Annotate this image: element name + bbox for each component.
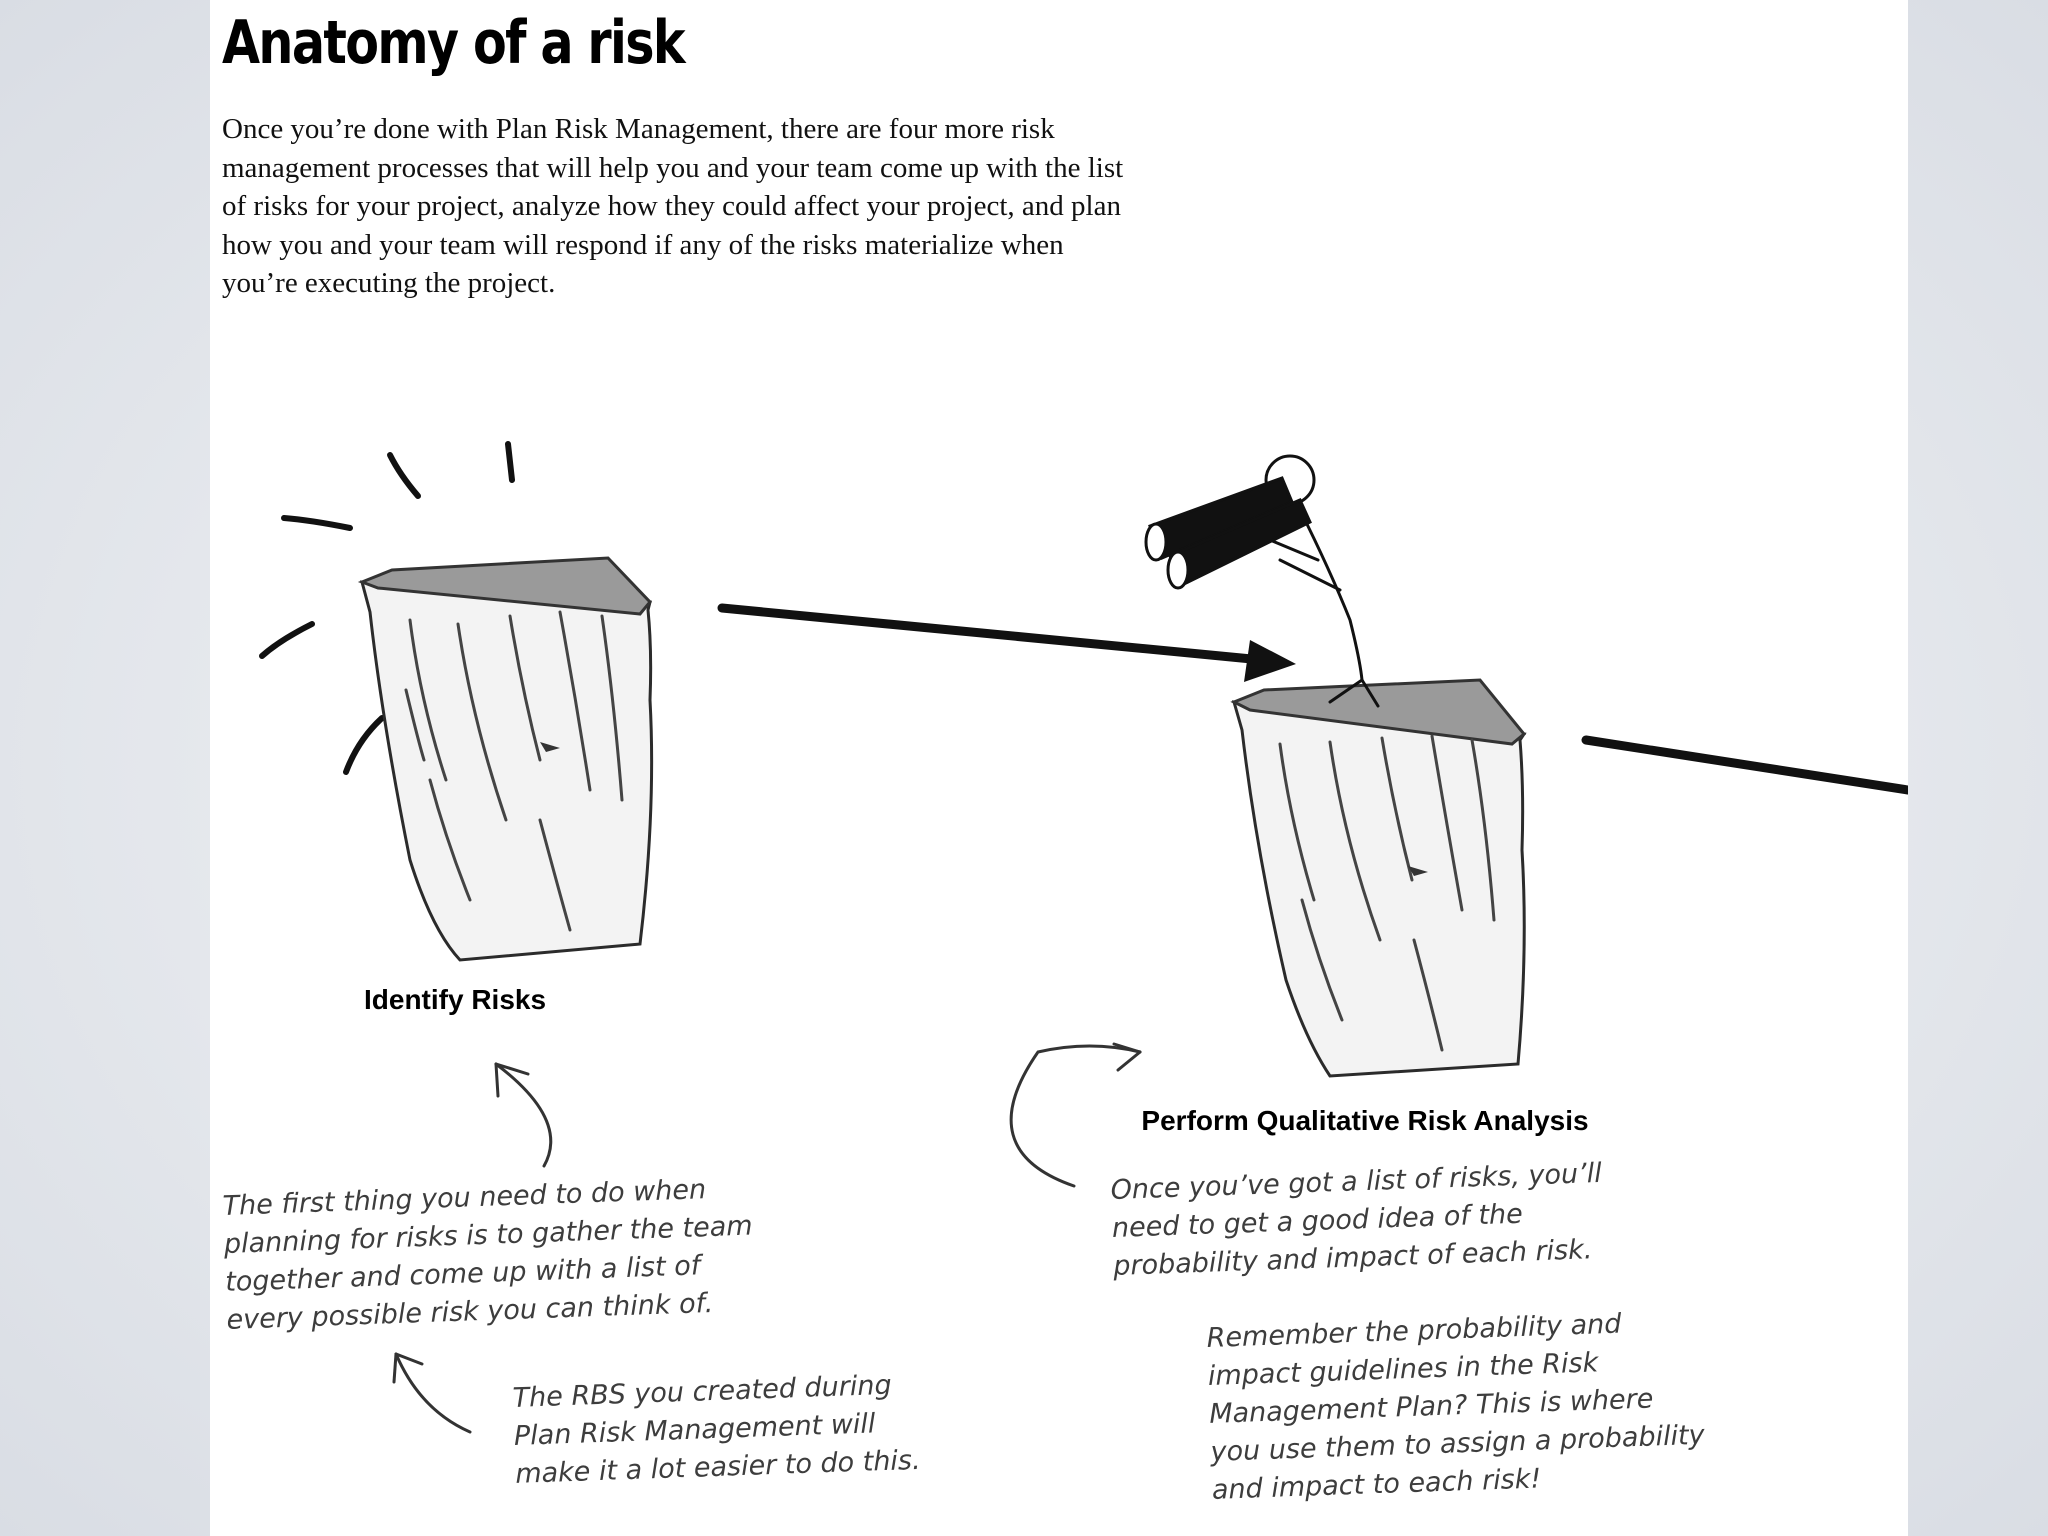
arrow-icon	[1009, 1042, 1142, 1188]
handwritten-note: The RBS you created during Plan Risk Man…	[512, 1369, 922, 1490]
illustration-layer	[259, 441, 1908, 1434]
stick-figure-with-binoculars	[1144, 454, 1380, 708]
arrow-icon	[717, 603, 1296, 682]
cliff-illustration	[357, 556, 654, 962]
handwritten-note: Once you’ve got a list of risks, you’ll …	[1110, 1157, 1603, 1282]
burst-lines	[259, 441, 515, 775]
cliff-illustration	[1230, 678, 1527, 1078]
intro-paragraph: Once you’re done with Plan Risk Manageme…	[222, 113, 1124, 299]
handwritten-note: Remember the probability and impact guid…	[1206, 1308, 1706, 1506]
handwritten-note: The first thing you need to do when plan…	[222, 1174, 754, 1336]
document-page: Anatomy of a risk Once you’re done with …	[210, 0, 1908, 1536]
arrow-icon	[392, 1352, 472, 1434]
arrow-icon	[1581, 735, 1908, 795]
page-title: Anatomy of a risk	[222, 8, 686, 78]
arrow-icon	[494, 1062, 553, 1168]
step-label-identify-risks: Identify Risks	[364, 984, 547, 1015]
step-label-qualitative-analysis: Perform Qualitative Risk Analysis	[1141, 1105, 1589, 1136]
